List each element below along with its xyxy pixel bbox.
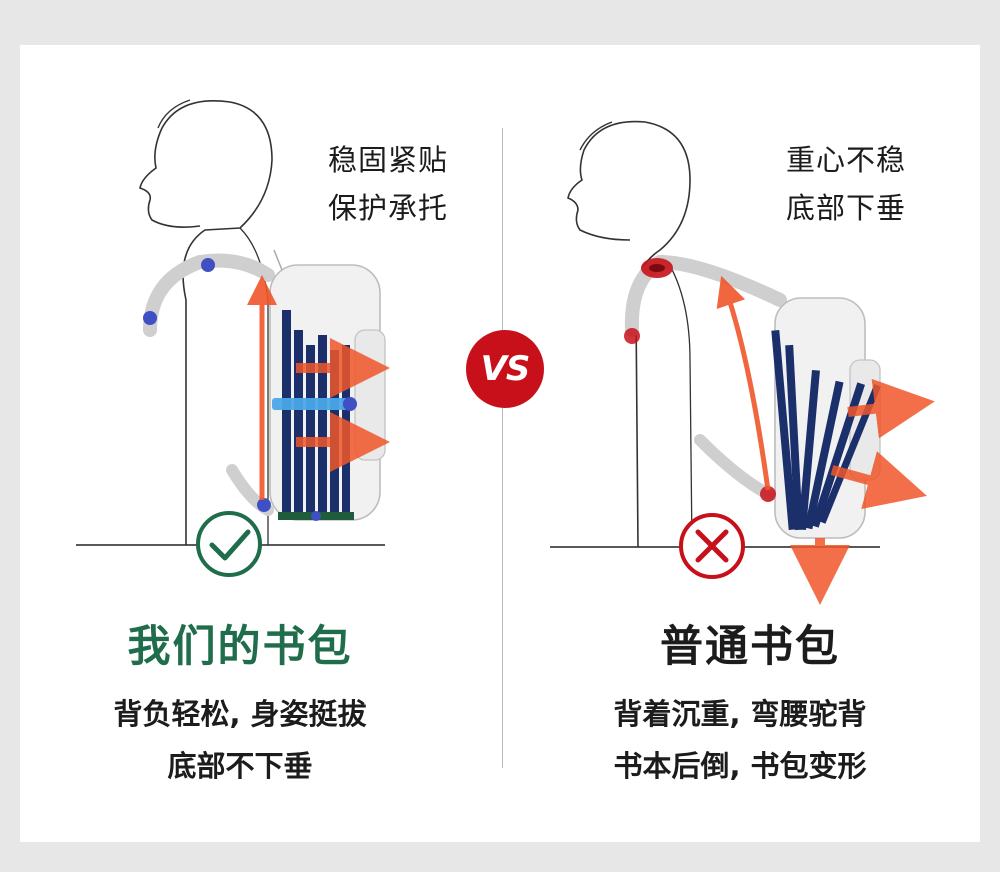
left-caption-line1: 稳固紧贴 <box>328 143 449 177</box>
tilted-books <box>771 330 881 531</box>
right-title: 普通书包 <box>660 622 840 672</box>
bad-posture-figure <box>550 120 935 605</box>
vs-label: VS <box>480 349 531 389</box>
left-desc-line2: 底部不下垂 <box>167 749 313 783</box>
right-description: 背着沉重, 弯腰驼背 书本后倒, 书包变形 <box>540 688 940 792</box>
good-posture-figure <box>76 99 390 546</box>
center-divider <box>502 128 503 768</box>
vs-badge: VS <box>466 330 544 408</box>
left-desc-line1: 背负轻松, 身姿挺拔 <box>113 697 367 731</box>
cross-circle-icon <box>679 513 745 579</box>
left-caption-line2: 保护承托 <box>328 191 449 225</box>
left-description: 背负轻松, 身姿挺拔 底部不下垂 <box>60 688 420 792</box>
right-caption: 重心不稳 底部下垂 <box>786 136 906 232</box>
right-caption-line1: 重心不稳 <box>786 143 907 177</box>
left-title: 我们的书包 <box>127 622 353 672</box>
right-desc-line2: 书本后倒, 书包变形 <box>613 749 867 783</box>
right-desc-line1: 背着沉重, 弯腰驼背 <box>613 697 867 731</box>
check-circle-icon <box>196 511 262 577</box>
right-caption-line2: 底部下垂 <box>786 191 907 225</box>
left-caption: 稳固紧贴 保护承托 <box>328 136 448 232</box>
